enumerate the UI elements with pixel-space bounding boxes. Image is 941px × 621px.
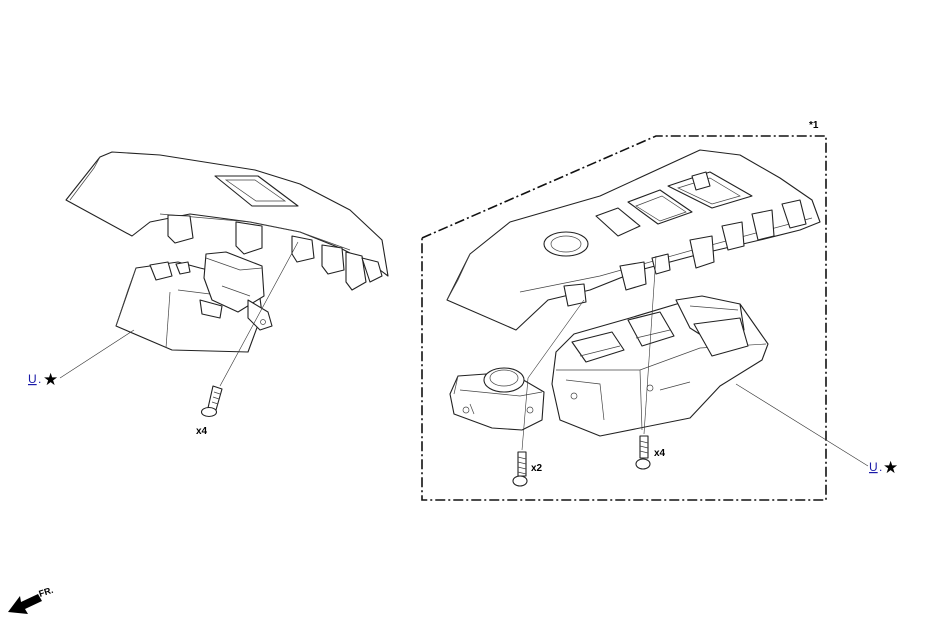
left-ref-link-dot: . <box>38 372 41 386</box>
right-main-screw <box>635 435 651 470</box>
front-label: FR. <box>38 585 55 599</box>
left-ref-leader-line <box>59 329 135 379</box>
right-main-screw-leader-line <box>643 255 657 435</box>
front-indicator: FR. <box>8 585 54 614</box>
right-upper-panel <box>446 149 821 331</box>
right-small-screw-quantity: x2 <box>531 463 543 474</box>
left-ref-link[interactable]: U <box>28 372 37 386</box>
right-small-screw-leader-line <box>521 377 529 451</box>
left-screw-quantity: x4 <box>196 426 208 437</box>
right-main-screw-quantity: x4 <box>654 448 666 459</box>
left-ref-star-icon: ★ <box>43 370 58 389</box>
left-assembly: x4 U . ★ <box>28 151 389 437</box>
left-screw <box>200 385 223 418</box>
optional-kit-boundary <box>421 135 827 501</box>
right-ref-link[interactable]: U <box>869 460 878 474</box>
right-ref-leader-line <box>735 383 869 467</box>
note-marker: *1 <box>809 120 819 131</box>
front-arrow-icon <box>8 594 42 614</box>
right-ref-star-icon: ★ <box>883 458 898 477</box>
left-screw-leader-line <box>219 241 299 387</box>
right-main-switch-module <box>551 295 769 437</box>
right-small-screw-leader-extension <box>527 299 585 379</box>
right-ref-link-dot: . <box>879 460 882 474</box>
right-knob-module <box>449 367 545 431</box>
right-assembly: *1 <box>421 120 898 501</box>
left-switch-module <box>115 251 273 353</box>
right-small-screw <box>512 451 528 487</box>
